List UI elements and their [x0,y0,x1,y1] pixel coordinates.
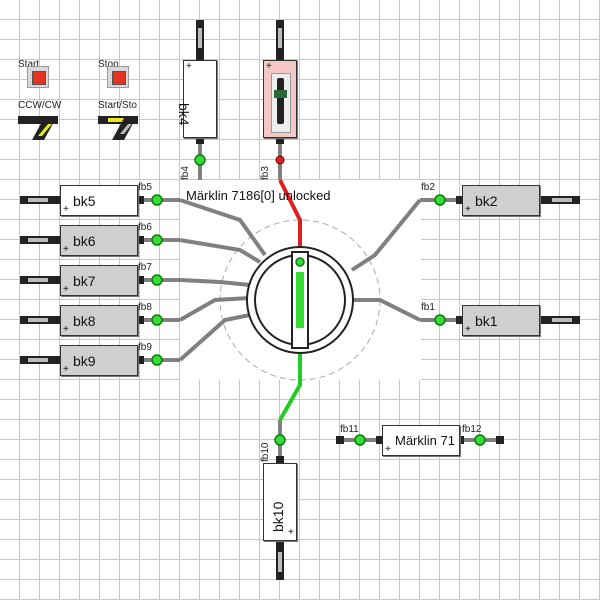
sensor-fb8 [151,314,163,326]
sensor-fb6 [151,234,163,246]
sensor-fb2 [434,194,446,206]
block-bk7-label: bk7 [73,273,96,289]
sensor-fb1 [434,314,446,326]
sensor-fb7 [151,274,163,286]
block-bk6-label: bk6 [73,233,96,249]
locomotive-body [277,78,284,124]
spoke-bk5 [179,198,267,257]
block-bk4-label: bk4 [176,103,192,126]
sensors [151,154,486,446]
locomotive-icon [271,73,291,133]
sensor-fb5 [151,194,163,206]
block-plus: + [63,204,69,215]
sensor-fb4 [194,154,206,166]
stop-button[interactable] [107,66,129,88]
start-stop-switch[interactable] [98,114,140,142]
sensor-fb10 [274,434,286,446]
block-plus: + [63,364,69,375]
block-plus: + [465,204,471,215]
sensor-fb3 [275,155,285,165]
block-plus: + [186,61,192,72]
block-bk5-label: bk5 [73,193,96,209]
block-bk2[interactable]: bk2 + [462,185,540,216]
block-bk9[interactable]: bk9 + [60,345,138,376]
block-plus: + [63,284,69,295]
stop-button-light [112,71,126,85]
block-marklin-71[interactable]: Märklin 71 + [382,425,460,456]
spoke-bk9 [178,313,251,362]
start-stop-switch-icon [98,116,138,140]
sensor-label-fb2: fb2 [421,182,435,193]
block-bk10[interactable]: bk10 + [263,463,297,541]
block-plus: + [63,324,69,335]
stop-label: Stop [98,59,119,70]
block-plus: + [63,244,69,255]
block-bk3[interactable]: + [263,60,297,138]
sensor-label-fb1: fb1 [421,302,435,313]
sensor-label-fb4: fb4 [180,166,191,180]
spoke-bk7 [179,278,251,287]
sensor-label-fb5: fb5 [138,182,152,193]
block-marklin-label: Märklin 71 [395,433,455,448]
turntable [246,246,354,354]
ccw-cw-label: CCW/CW [18,100,62,111]
start-stop-label: Start/Sto [98,100,137,111]
block-bk1-label: bk1 [475,313,498,329]
sensor-fb12 [474,434,486,446]
block-bk1[interactable]: bk1 + [462,305,540,336]
route-red [278,179,302,252]
spoke-bk8 [179,296,251,322]
route-green [278,348,302,421]
spoke-bk6 [179,238,262,264]
sensor-label-fb3: fb3 [260,166,271,180]
block-plus: + [385,444,391,455]
block-bk4[interactable]: + bk4 [176,60,217,138]
block-bk5[interactable]: bk5 + [60,185,138,216]
track-ends [20,20,580,580]
start-label: Start [18,59,40,70]
block-bk2-label: bk2 [475,193,498,209]
turntable-title: Märklin 7186[0] unlocked [186,188,331,203]
sensor-label-fb7: fb7 [138,262,152,273]
sensor-label-fb10: fb10 [260,442,271,462]
block-bk8-label: bk8 [73,313,96,329]
block-plus: + [266,61,272,72]
sensor-label-fb9: fb9 [138,342,152,353]
block-plus: + [465,324,471,335]
block-plus: + [288,527,294,538]
block-bk10-label: bk10 [270,501,286,532]
direction-switch-icon [18,116,58,140]
turntable-sensor [295,257,305,267]
ccw-cw-switch[interactable] [18,114,60,142]
start-button[interactable] [27,66,49,88]
block-bk7[interactable]: bk7 + [60,265,138,296]
locomotive-cab [274,90,287,98]
sensor-label-fb12: fb12 [462,424,482,435]
turntable-bridge-occupied [296,272,304,328]
sensor-label-fb8: fb8 [138,302,152,313]
block-bk6[interactable]: bk6 + [60,225,138,256]
start-button-light [32,71,46,85]
sensor-label-fb6: fb6 [138,222,152,233]
spoke-bk2 [350,198,422,272]
spoke-tracks [178,198,422,362]
sensor-fb9 [151,354,163,366]
block-bk9-label: bk9 [73,353,96,369]
spoke-bk1 [352,298,421,322]
sensor-label-fb11: fb11 [340,424,359,435]
sensor-fb11 [354,434,366,446]
block-bk8[interactable]: bk8 + [60,305,138,336]
